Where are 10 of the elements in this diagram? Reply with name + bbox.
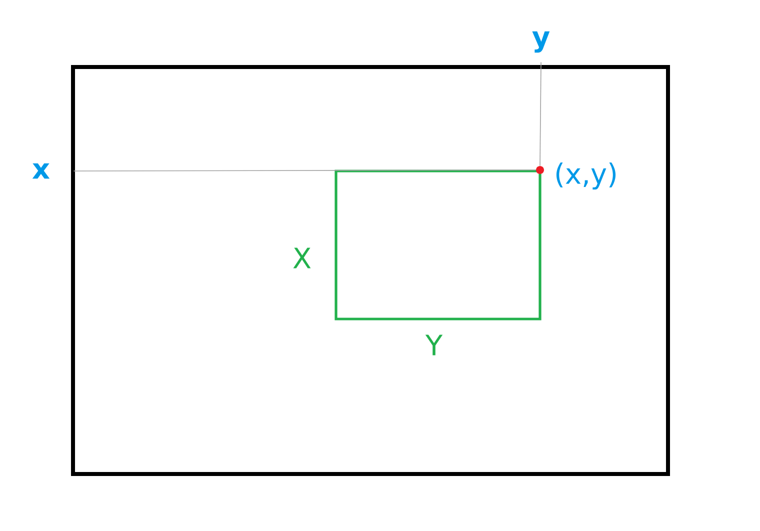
side-label: X	[293, 248, 311, 268]
axis-letter: y	[532, 31, 550, 53]
side-label: Y	[425, 334, 443, 356]
frame-box	[71, 65, 670, 476]
rectangle	[334, 170, 542, 320]
guide-line	[540, 62, 542, 166]
guide-line	[73, 170, 536, 172]
axis-letter: x	[32, 163, 50, 179]
point-dot	[536, 166, 544, 174]
coordinate-label: (x,y)	[556, 162, 616, 190]
